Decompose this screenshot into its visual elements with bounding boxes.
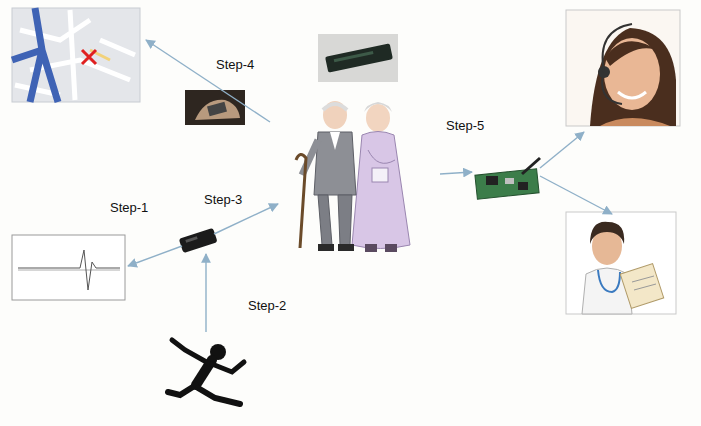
doctor-photo-part	[620, 264, 663, 309]
elderly-couple	[296, 101, 410, 252]
operator-photo-part	[605, 41, 660, 66]
flow-arrows	[128, 40, 612, 332]
transmitter-board-part	[522, 158, 540, 174]
doctor-photo-part	[634, 284, 656, 290]
elderly-couple-part	[368, 150, 395, 163]
doctor-photo-part	[566, 212, 676, 314]
sensor-device-part	[185, 236, 197, 243]
map-image	[12, 8, 140, 102]
chip-image-part	[334, 51, 374, 62]
sensor-device	[179, 228, 218, 253]
elderly-couple-part	[318, 195, 332, 245]
map-image-part	[12, 8, 58, 102]
tracker-photo-part	[185, 90, 245, 125]
step-label: Step-1	[110, 200, 148, 216]
map-image-part	[12, 8, 140, 102]
tracker-photo-part	[195, 100, 240, 120]
transmitter-board-part	[475, 169, 539, 199]
elderly-couple-part	[338, 195, 352, 245]
operator-photo-part	[600, 118, 670, 126]
operator-photo	[566, 10, 680, 126]
operator-photo-part	[566, 10, 680, 126]
operator-photo-part	[590, 28, 676, 126]
falling-person-part	[172, 340, 210, 364]
falling-person-part	[212, 362, 244, 372]
flow-arrows-part	[146, 40, 270, 122]
step-label: Step-2	[248, 298, 286, 314]
transmitter-board-part	[518, 182, 528, 190]
doctor-photo-part	[632, 276, 654, 282]
elderly-couple-part	[323, 104, 347, 110]
elderly-couple-part	[366, 104, 390, 132]
elderly-couple-part	[364, 102, 392, 112]
chip-image-part	[318, 34, 398, 82]
doctor-photo	[566, 212, 676, 314]
doctor-photo-part	[598, 270, 620, 292]
elderly-couple-part	[323, 101, 347, 129]
flow-arrows-part	[205, 254, 206, 332]
elderly-couple-part	[318, 244, 334, 251]
flow-arrows-part	[214, 204, 278, 234]
step-label: Step-3	[204, 192, 242, 208]
elderly-couple-part	[296, 154, 306, 248]
chip-image	[318, 34, 398, 82]
sensor-device-part	[179, 228, 218, 253]
operator-photo-part	[603, 24, 632, 72]
tracker-photo	[185, 90, 245, 125]
falling-person	[168, 340, 244, 404]
flow-arrows-part	[440, 172, 472, 174]
chip-image-part	[325, 43, 393, 72]
elderly-couple-part	[338, 244, 354, 251]
transmitter-board-part	[505, 178, 514, 184]
elderly-couple-part	[365, 244, 377, 252]
tracker-photo-part	[207, 102, 227, 116]
elderly-couple-part	[352, 132, 410, 249]
ecg-signal-part	[12, 235, 125, 300]
elderly-couple-part	[385, 244, 397, 252]
map-image-part	[82, 50, 96, 64]
ecg-signal	[12, 235, 125, 300]
operator-photo-part	[618, 92, 646, 98]
step-label: Step-5	[446, 118, 484, 134]
transmitter-board	[475, 158, 540, 199]
transmitter-board-part	[486, 176, 498, 185]
step-label: Step-4	[216, 57, 254, 73]
elderly-couple-part	[330, 132, 340, 150]
ecg-signal-part	[18, 270, 120, 271]
flow-arrows-part	[540, 176, 612, 214]
flow-arrows-part	[128, 246, 182, 266]
operator-photo-part	[604, 38, 660, 110]
flow-arrows-part	[540, 132, 584, 168]
falling-person-part	[198, 388, 240, 404]
falling-person-part	[168, 385, 196, 395]
ecg-signal-part	[18, 250, 120, 290]
doctor-photo-part	[590, 222, 624, 244]
elderly-couple-part	[372, 168, 388, 182]
